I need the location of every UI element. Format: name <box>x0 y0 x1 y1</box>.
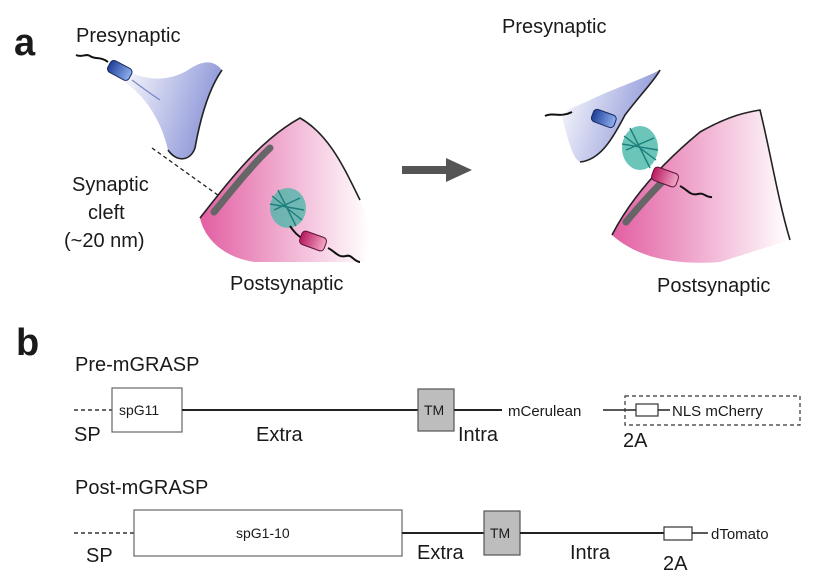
left-tomato-cylinder <box>289 225 361 263</box>
right-gfp-barrel <box>621 126 659 170</box>
pre-nls-mcherry-dashed-box <box>624 395 801 426</box>
post-extra-label: Extra <box>417 542 465 564</box>
pre-sp-label: SP <box>74 424 101 446</box>
panel-a-letter: a <box>14 22 36 64</box>
pre-nls-mcherry-label: NLS mCherry <box>672 403 763 420</box>
left-gfp-barrel <box>269 188 306 228</box>
post-sp-label: SP <box>86 545 113 567</box>
pre-tm-box <box>417 388 455 432</box>
pre-mcerulean-label: mCerulean <box>508 403 581 420</box>
pre-tm-label: TM <box>424 402 444 418</box>
pre-2a-label: 2A <box>623 430 648 452</box>
post-mgrasp-construct <box>74 509 708 557</box>
post-mgrasp-title: Post-mGRASP <box>75 477 208 499</box>
post-tm-label: TM <box>490 525 510 541</box>
pre-extra-label: Extra <box>256 424 304 446</box>
cleft-label-line1: Synaptic <box>72 174 149 196</box>
cleft-label-line2: cleft <box>88 202 125 224</box>
cleft-dashed-line <box>151 147 223 199</box>
panel-b-letter: b <box>16 322 39 364</box>
pre-mgrasp-construct <box>74 387 801 433</box>
pre-mgrasp-title: Pre-mGRASP <box>75 354 199 376</box>
right-cerulean-cylinder <box>544 108 617 129</box>
left-postsynaptic-label: Postsynaptic <box>230 273 343 295</box>
post-2a-box <box>663 526 693 541</box>
pre-spg11-label: spG11 <box>119 402 159 418</box>
left-cerulean-cylinder <box>75 54 161 101</box>
post-spg1-10-box <box>133 509 403 557</box>
pre-spg11-box <box>111 387 183 433</box>
right-tomato-cylinder <box>651 166 713 199</box>
left-presynaptic-label: Presynaptic <box>76 25 181 47</box>
post-intra-label: Intra <box>570 542 611 564</box>
transition-arrow <box>402 158 472 182</box>
right-postsynaptic-label: Postsynaptic <box>657 275 770 297</box>
left-presynaptic-terminal <box>118 62 223 160</box>
post-spg1-10-label: spG1-10 <box>236 525 290 541</box>
post-dtomato-label: dTomato <box>711 526 769 543</box>
post-2a-label: 2A <box>663 553 688 575</box>
cleft-label-line3: (~20 nm) <box>64 230 145 252</box>
pre-intra-label: Intra <box>458 424 499 446</box>
right-presynaptic-label: Presynaptic <box>502 16 607 38</box>
pre-2a-box <box>635 403 659 417</box>
